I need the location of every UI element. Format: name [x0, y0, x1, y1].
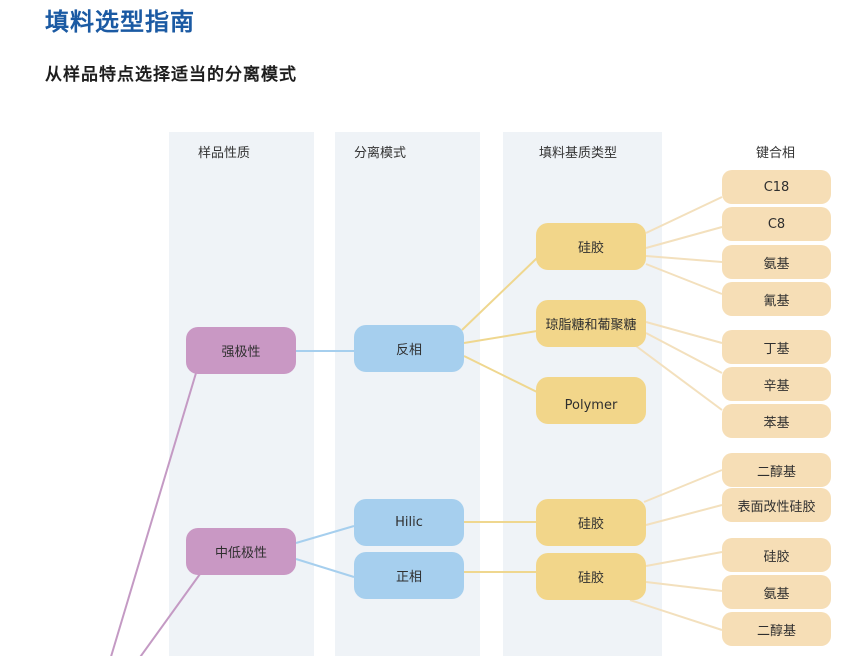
link-rp-silica: [461, 257, 538, 331]
node-octyl: 辛基: [722, 367, 831, 401]
header-separation-mode: 分离模式: [354, 146, 407, 161]
link-agarose-phenyl: [635, 345, 723, 411]
node-reversed-phase: 反相: [354, 325, 464, 372]
link-np-silica-silica: [645, 551, 723, 567]
link-silica-c8: [645, 226, 723, 249]
node-silica-np: 硅胶: [536, 553, 646, 600]
link-rp-polymer: [463, 355, 538, 393]
link-low-polar-hilic: [295, 525, 355, 544]
header-bonded-phase: 键合相: [756, 146, 796, 161]
page-title: 填料选型指南: [45, 7, 195, 36]
node-low-polar: 中低极性: [186, 528, 296, 575]
link-silica-amino: [645, 255, 723, 263]
node-polymer: Polymer: [536, 377, 646, 424]
node-butyl: 丁基: [722, 330, 831, 364]
node-silica-phase: 硅胶: [722, 538, 831, 572]
header-sample-property: 样品性质: [198, 146, 251, 161]
node-phenyl: 苯基: [722, 404, 831, 438]
link-low-polar-np: [295, 558, 355, 578]
link-hilic-silica-diol: [643, 469, 723, 503]
node-silica-rp: 硅胶: [536, 223, 646, 270]
node-diol-1: 二醇基: [722, 453, 831, 487]
node-cyano: 氰基: [722, 282, 831, 316]
link-agarose-octyl: [645, 332, 723, 374]
node-surface-modified-silica: 表面改性硅胶: [722, 488, 831, 522]
link-np-silica-diol: [629, 599, 723, 631]
link-origin-low-polar: [139, 573, 201, 656]
node-normal-phase: 正相: [354, 552, 464, 599]
page-subtitle: 从样品特点选择适当的分离模式: [45, 65, 297, 85]
link-hilic-silica-modified: [645, 504, 723, 526]
node-agarose-dextran: 琼脂糖和葡聚糖: [536, 300, 646, 347]
link-agarose-butyl: [645, 321, 723, 344]
node-hilic: Hilic: [354, 499, 464, 546]
link-np-silica-amino: [645, 581, 723, 592]
node-c18: C18: [722, 170, 831, 204]
node-amino-2: 氨基: [722, 575, 831, 609]
link-rp-agarose: [463, 330, 538, 344]
node-diol-2: 二醇基: [722, 612, 831, 646]
node-c8: C8: [722, 207, 831, 241]
header-matrix-type: 填料基质类型: [539, 146, 618, 161]
link-origin-strong-polar: [110, 372, 197, 656]
node-silica-hilic: 硅胶: [536, 499, 646, 546]
node-amino-1: 氨基: [722, 245, 831, 279]
node-strong-polar: 强极性: [186, 327, 296, 374]
link-silica-cyano: [645, 263, 723, 295]
link-silica-c18: [645, 196, 723, 234]
